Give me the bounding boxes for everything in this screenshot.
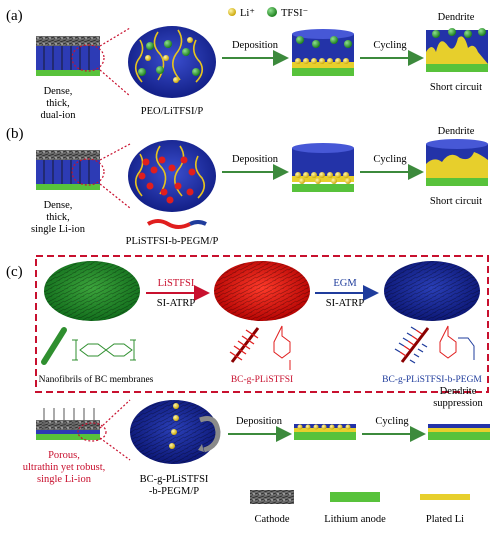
mid-cell-a	[292, 29, 354, 76]
membrane-d-desc-2: ultrathin yet robust,	[23, 462, 106, 473]
li-ion-icon	[228, 8, 236, 16]
legend-anode: Lithium anode	[324, 514, 386, 525]
membrane-d-desc-3: single Li-ion	[37, 474, 92, 485]
membrane-b-desc-3: single Li-ion	[31, 224, 86, 235]
short-circuit-a-label: Short circuit	[430, 82, 482, 93]
deposition-d-label: Deposition	[236, 416, 283, 427]
cycling-d-label: Cycling	[375, 416, 409, 427]
legend-plated: Plated Li	[426, 514, 464, 525]
nanofibril-icon	[41, 327, 136, 365]
ion-path-d	[169, 403, 221, 453]
panel-c: (c) LiSTFSI SI-ATRP EGM SI-ATRP Nanofibr…	[6, 255, 489, 393]
plated-swatch	[420, 494, 470, 500]
panel-b: (b) Dense, thick, single Li-ion	[6, 126, 488, 247]
reagent-1-label: LiSTFSI	[158, 278, 195, 289]
zoom-ellipse-a	[128, 26, 216, 98]
caption-2: BC-g-PLiSTFSI	[231, 375, 293, 385]
panel-a-label: (a)	[6, 8, 23, 24]
panel-c-frame	[35, 255, 489, 393]
dendrite-suppression-label-2: suppression	[433, 398, 483, 409]
membrane-a-desc-2: thick,	[46, 98, 70, 109]
red-segments-b	[138, 156, 196, 204]
short-circuit-b-label: Short circuit	[430, 196, 482, 207]
panel-c-label: (c)	[6, 264, 23, 280]
ions-a	[138, 37, 200, 83]
bc-fiber-texture	[44, 261, 140, 321]
panel-b-label: (b)	[6, 126, 24, 142]
bc-pli-texture	[214, 261, 310, 321]
zoom-lines-a	[71, 27, 131, 97]
cycling-b-label: Cycling	[373, 154, 407, 165]
tfsi-legend-label: TFSI⁻	[281, 8, 309, 19]
polymer-chain-icon-b	[146, 219, 207, 229]
dendrite-a-label: Dendrite	[438, 12, 475, 23]
mid-cell-d	[294, 424, 356, 440]
zoom-ellipse-b	[128, 140, 216, 212]
polymer-d-label-1: BC-g-PLiSTFSI	[140, 474, 209, 485]
polymer-d-label-2: -b-PEGM/P	[149, 486, 199, 497]
membrane-a-desc-3: dual-ion	[41, 110, 77, 121]
cathode-swatch	[250, 490, 294, 504]
membrane-a-desc-1: Dense,	[44, 86, 73, 97]
legend: Cathode Lithium anode Plated Li	[250, 490, 470, 525]
red-brush-icon	[229, 325, 291, 370]
zoom-lines-b	[71, 143, 131, 209]
membrane-b-desc-2: thick,	[46, 212, 70, 223]
cell-stack-d	[36, 408, 100, 440]
li-ion-legend-label: Li⁺	[240, 8, 255, 19]
legend-cathode: Cathode	[255, 514, 290, 525]
method-1-label: SI-ATRP	[157, 298, 196, 309]
cell-stack-a	[36, 36, 100, 76]
polymer-a-label: PEO/LiTFSI/P	[141, 106, 204, 117]
panel-a: (a) Li⁺ TFSI⁻ Dense, thick, dual-ion	[6, 7, 488, 121]
polymer-b-label: PLiSTFSI-b-PEGM/P	[126, 236, 219, 247]
membrane-d-desc-1: Porous,	[48, 450, 80, 461]
final-cell-a	[426, 28, 488, 72]
tfsi-ion-icon	[267, 7, 277, 17]
cell-stack-b	[36, 150, 100, 190]
caption-3: BC-g-PLiSTFSI-b-PEGM	[382, 375, 482, 385]
cycling-a-label: Cycling	[373, 40, 407, 51]
anode-swatch	[330, 492, 380, 502]
deposition-a-label: Deposition	[232, 40, 279, 51]
zoom-lines-d	[77, 399, 131, 461]
membrane-b-desc-1: Dense,	[44, 200, 73, 211]
dendrite-suppression-label-1: Dendrite	[440, 386, 477, 397]
panel-d: Porous, ultrathin yet robust, single Li-…	[23, 386, 490, 525]
polymer-chains-a	[134, 29, 204, 83]
final-cell-b	[426, 139, 488, 186]
dendrite-b-label: Dendrite	[438, 126, 475, 137]
deposition-b-label: Deposition	[232, 154, 279, 165]
method-2-label: SI-ATRP	[326, 298, 365, 309]
reagent-2-label: EGM	[333, 278, 357, 289]
caption-1: Nanofibrils of BC membranes	[39, 374, 154, 385]
bc-peg-texture	[384, 261, 480, 321]
blue-brush-icon	[394, 325, 475, 364]
mid-cell-b	[292, 143, 354, 192]
final-cell-d	[428, 424, 490, 440]
